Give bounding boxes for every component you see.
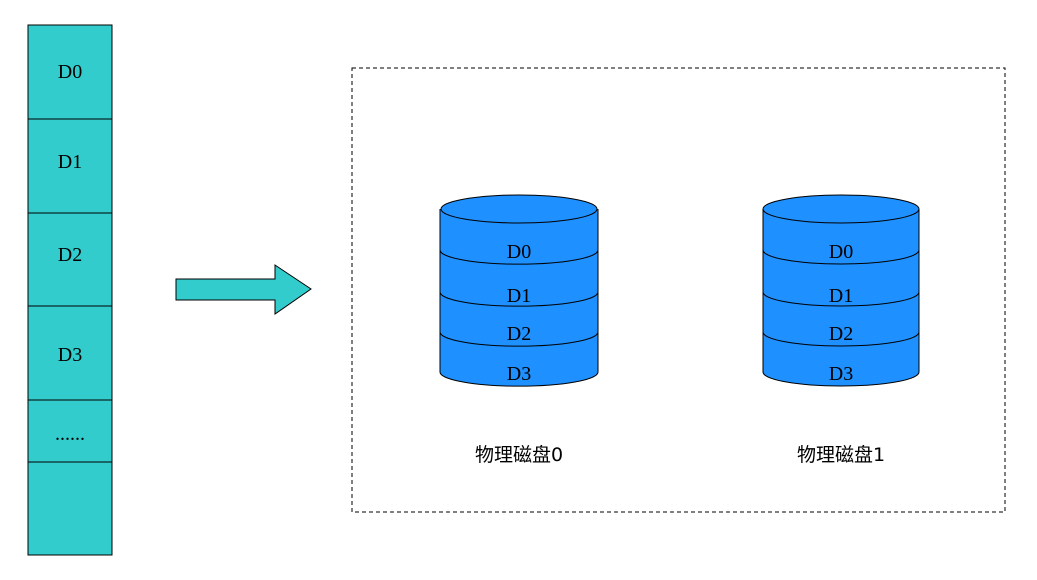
data-block-4-label: ...... (55, 423, 85, 445)
disk-0-caption: 物理磁盘0 (475, 444, 563, 466)
data-block-1-label: D1 (58, 151, 82, 173)
disk-1-top (762, 194, 920, 224)
physical-disk-0: D0 D1 D2 D3 物理磁盘0 (439, 194, 599, 466)
data-block-2 (27, 212, 113, 307)
physical-disk-1: D0 D1 D2 D3 物理磁盘1 (762, 194, 920, 466)
disk-0-layer-3-label: D3 (507, 363, 531, 385)
disk-0-body (439, 209, 599, 387)
disk-1-layer-3-label: D3 (829, 363, 853, 385)
data-block-3-label: D3 (58, 344, 82, 366)
disk-0-layer-edge-3 (439, 331, 599, 347)
data-block-0 (27, 24, 113, 120)
data-block-5 (27, 461, 113, 556)
data-block-column: D0 D1 D2 D3 ...... (27, 24, 113, 556)
data-block-3 (27, 305, 113, 401)
disk-1-layer-1-label: D1 (829, 285, 853, 307)
disk-0-top (440, 194, 598, 224)
data-block-1 (27, 118, 113, 214)
disk-0-layer-2-label: D2 (507, 323, 531, 345)
disk-1-caption: 物理磁盘1 (797, 444, 885, 466)
disk-1-layer-edge-2 (762, 291, 920, 307)
disk-1-layer-0-label: D0 (829, 241, 853, 263)
data-block-0-label: D0 (58, 61, 82, 83)
disk-0-layer-edge-2 (439, 291, 599, 307)
data-block-2-label: D2 (58, 244, 82, 266)
disk-1-body (762, 209, 920, 387)
disk-0-layer-edge-1 (439, 249, 599, 265)
disk-0-layer-1-label: D1 (507, 285, 531, 307)
mirror-group-box (351, 67, 1006, 513)
disk-1-layer-edge-1 (762, 249, 920, 265)
right-arrow-icon (175, 264, 312, 315)
disk-1-layer-2-label: D2 (829, 323, 853, 345)
disk-1-layer-edge-3 (762, 331, 920, 347)
disk-0-layer-0-label: D0 (507, 241, 531, 263)
